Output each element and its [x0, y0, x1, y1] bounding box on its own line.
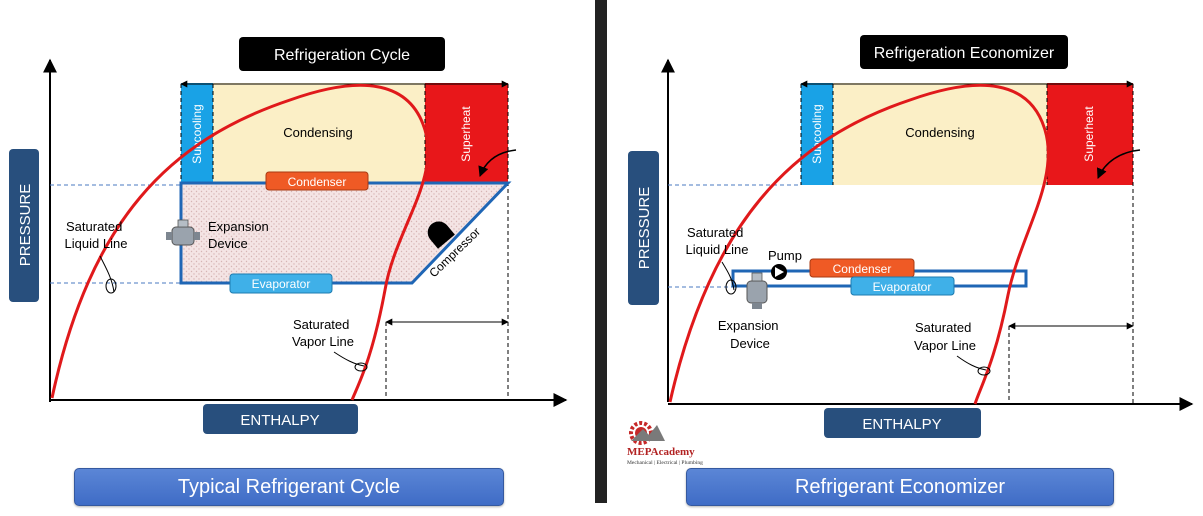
right-saturated-vapor-leader [956, 355, 987, 371]
left-saturated-liquid-marker [105, 278, 117, 294]
left-pressure-label-box: PRESSURE [9, 149, 39, 302]
right-subcooling-label: Subcooling [810, 104, 824, 163]
right-superheat-zone [1047, 83, 1133, 185]
left-panel: Refrigeration Cycle PRESSURE ENTHALPY Su… [9, 37, 568, 434]
left-evaporator: Evaporator [229, 273, 333, 294]
left-saturated-liquid-leader [99, 255, 115, 293]
gear-logo-icon [629, 421, 665, 445]
left-pressure-label: PRESSURE [17, 184, 34, 267]
right-saturated-liquid-leader [721, 261, 735, 291]
left-superheat-label: Superheat [459, 106, 473, 162]
right-condensing-zone [833, 83, 1047, 185]
left-condenser-label: Condenser [288, 175, 347, 189]
left-saturation-curve [50, 83, 430, 401]
right-saturated-vapor-marker [977, 366, 991, 376]
right-expansion-device-label: Expansion Device [718, 318, 782, 351]
right-pump-label: Pump [768, 248, 802, 263]
right-expansion-valve-icon [746, 272, 768, 309]
right-saturated-liquid-marker [725, 279, 737, 295]
left-enthalpy-label: ENTHALPY [240, 412, 319, 429]
left-superheat-pointer [478, 149, 517, 177]
left-condensing-label: Condensing [283, 125, 352, 140]
panel-divider [595, 0, 607, 503]
right-condensing-label: Condensing [905, 125, 974, 140]
left-expansion-device-label: Expansion Device [208, 219, 272, 251]
right-subcooling-zone [801, 83, 833, 185]
left-saturated-vapor-leader [333, 351, 365, 367]
right-pump-icon [771, 264, 787, 280]
left-title-box: Refrigeration Cycle [239, 37, 445, 71]
right-pressure-label: PRESSURE [636, 187, 653, 270]
left-condensing-zone [213, 83, 425, 185]
right-superheat-label: Superheat [1082, 106, 1096, 162]
right-title: Refrigeration Economizer [874, 45, 1055, 62]
left-title: Refrigeration Cycle [274, 47, 410, 64]
right-enthalpy-label-box: ENTHALPY [824, 408, 981, 438]
right-evaporator-label: Evaporator [873, 280, 932, 294]
right-caption: Refrigerant Economizer [686, 468, 1114, 506]
right-saturation-curve [668, 83, 1050, 405]
left-cycle-outline [179, 181, 512, 285]
left-expansion-valve-icon [166, 219, 200, 246]
left-saturated-liquid-label: Saturated Liquid Line [65, 219, 128, 251]
logo-tagline: Mechanical | Electrical | Plumbing [627, 460, 703, 466]
right-superheat-pointer [1096, 149, 1141, 179]
mep-academy-logo: MEPAcademy Mechanical | Electrical | Plu… [627, 417, 707, 471]
left-subcooling-zone [181, 83, 213, 185]
left-saturated-vapor-marker [354, 362, 368, 372]
right-enthalpy-label: ENTHALPY [862, 416, 941, 433]
left-condenser: Condenser [265, 171, 369, 191]
right-evaporator: Evaporator [850, 276, 955, 296]
left-evaporator-label: Evaporator [252, 277, 311, 291]
right-panel: Refrigeration Economizer PRESSURE ENTHAL… [628, 35, 1194, 438]
left-superheat-zone [425, 83, 508, 185]
left-caption: Typical Refrigerant Cycle [74, 468, 504, 506]
right-condenser-label: Condenser [833, 262, 892, 276]
right-title-box: Refrigeration Economizer [860, 35, 1068, 69]
right-saturated-vapor-label: Saturated Vapor Line [914, 320, 976, 353]
left-saturated-vapor-label: Saturated Vapor Line [292, 317, 354, 349]
left-enthalpy-label-box: ENTHALPY [203, 404, 358, 434]
logo-name: MEPAcademy [627, 446, 695, 458]
right-saturated-liquid-label: Saturated Liquid Line [686, 225, 749, 257]
left-subcooling-label: Subcooling [190, 104, 204, 163]
left-compressor-icon [427, 221, 455, 249]
right-pressure-label-box: PRESSURE [628, 151, 659, 305]
right-condenser: Condenser [809, 258, 915, 278]
